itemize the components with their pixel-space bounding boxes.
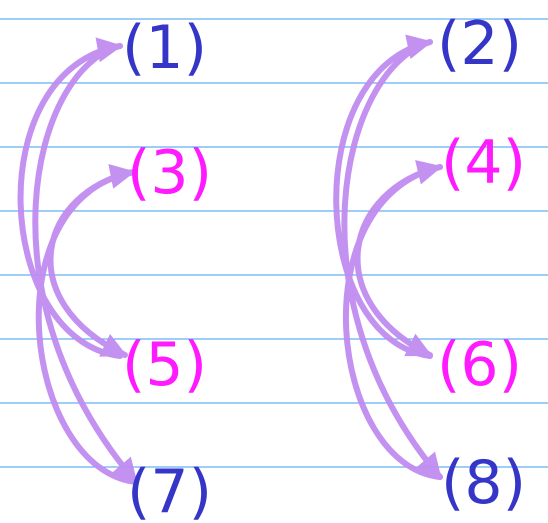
arrow-5-to-1: [17, 37, 123, 359]
arrows: [17, 34, 443, 485]
label-2: (2): [437, 9, 522, 79]
label-6: (6): [437, 330, 522, 400]
label-4: (4): [441, 128, 526, 198]
arrow-7-to-3: [35, 164, 139, 485]
ruled-lines: [0, 18, 548, 468]
label-7: (7): [127, 457, 212, 523]
label-5: (5): [122, 330, 207, 400]
arrow-2-to-8: [341, 39, 443, 480]
labels: (1) (2) (3) (4) (5) (6) (7) (8): [122, 9, 526, 523]
arrow-6-to-2: [333, 34, 433, 359]
arrow-1-to-7: [32, 43, 139, 485]
label-8: (8): [441, 448, 526, 518]
label-3: (3): [127, 138, 212, 208]
arrow-4-to-6: [354, 164, 443, 358]
label-1: (1): [122, 13, 207, 83]
arrow-8-to-4: [342, 159, 443, 480]
